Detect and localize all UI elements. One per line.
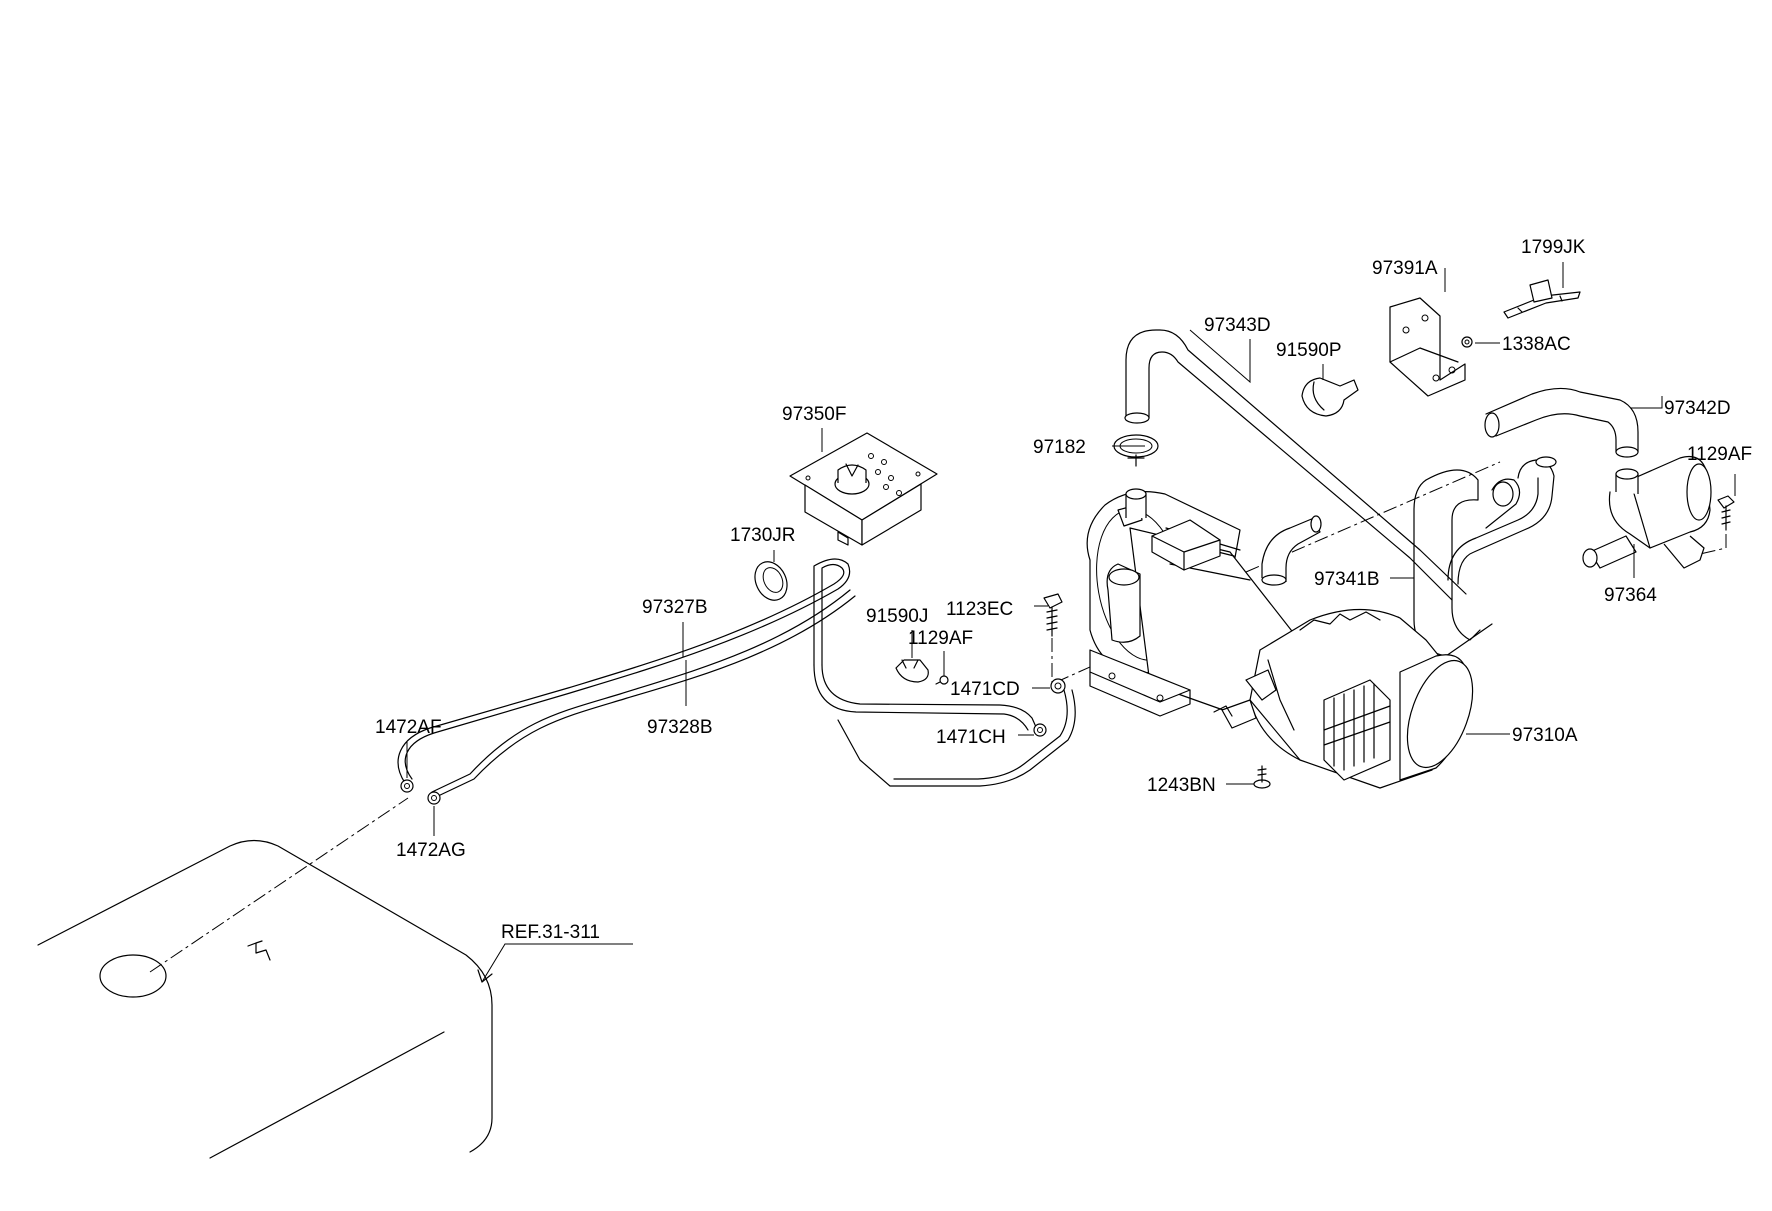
- alignment-line-tank: [149, 797, 409, 973]
- label-97391A: 97391A: [1372, 258, 1438, 279]
- pump-97364: [1582, 455, 1712, 569]
- bolt-1129AF-right: [1717, 495, 1735, 531]
- nut-1338AC: [1461, 336, 1473, 348]
- hose-fitting-1472AF: [400, 779, 414, 793]
- label-ref-31-311: REF.31-311: [501, 922, 600, 943]
- label-1243BN: 1243BN: [1147, 775, 1216, 796]
- label-1472AF: 1472AF: [375, 717, 442, 738]
- label-97343D: 97343D: [1204, 315, 1271, 336]
- label-1129AF-mid: 1129AF: [908, 628, 973, 649]
- cable-tie-1799JK: [1503, 279, 1581, 319]
- label-1472AG: 1472AG: [396, 840, 466, 861]
- grommet-1730JR: [754, 561, 788, 601]
- clip-91590P: [1301, 377, 1359, 417]
- label-1799JK: 1799JK: [1521, 237, 1586, 258]
- hose-clamp-1471CD: [1050, 678, 1066, 694]
- label-97341B: 97341B: [1314, 569, 1380, 590]
- label-97182: 97182: [1033, 437, 1086, 458]
- bolt-1123EC: [1043, 593, 1063, 637]
- hose-97343D: [1124, 329, 1467, 601]
- bolt-1129AF-mid: [935, 675, 949, 685]
- label-97328B: 97328B: [647, 717, 713, 738]
- hose-clamp-1471CH: [1033, 723, 1047, 737]
- label-1730JR: 1730JR: [730, 525, 796, 546]
- part-labels: 97343D 97391A 1799JK 91590P 1338AC 97342…: [375, 237, 1752, 943]
- hose-97341B: [1413, 456, 1557, 657]
- label-1471CD: 1471CD: [950, 679, 1020, 700]
- label-97327B: 97327B: [642, 597, 708, 618]
- label-97310A: 97310A: [1512, 725, 1578, 746]
- label-1123EC: 1123EC: [946, 599, 1013, 620]
- heater-assembly-97310A: [1086, 488, 1474, 789]
- label-1338AC: 1338AC: [1502, 334, 1571, 355]
- alignment-line-pump: [1699, 534, 1727, 555]
- clip-91590J: [895, 659, 929, 683]
- screw-1243BN: [1253, 765, 1271, 789]
- leader-lines: [406, 262, 1736, 983]
- label-97342D: 97342D: [1664, 398, 1731, 419]
- label-91590P: 91590P: [1276, 340, 1342, 361]
- label-97364: 97364: [1604, 585, 1657, 606]
- label-97350F: 97350F: [782, 404, 846, 425]
- bracket-97391A: [1389, 297, 1466, 397]
- label-91590J: 91590J: [866, 606, 928, 627]
- label-1471CH: 1471CH: [936, 727, 1006, 748]
- fuel-lines: [397, 558, 1076, 798]
- label-1129AF-right: 1129AF: [1687, 444, 1752, 465]
- hose-clamp-97182: [1113, 434, 1159, 467]
- hose-97342D: [1484, 387, 1639, 458]
- control-unit-97350F: [789, 432, 938, 546]
- alignment-line-heater: [1245, 461, 1501, 573]
- fuel-tank: [37, 839, 493, 1159]
- hose-fitting-1472AG: [427, 791, 441, 805]
